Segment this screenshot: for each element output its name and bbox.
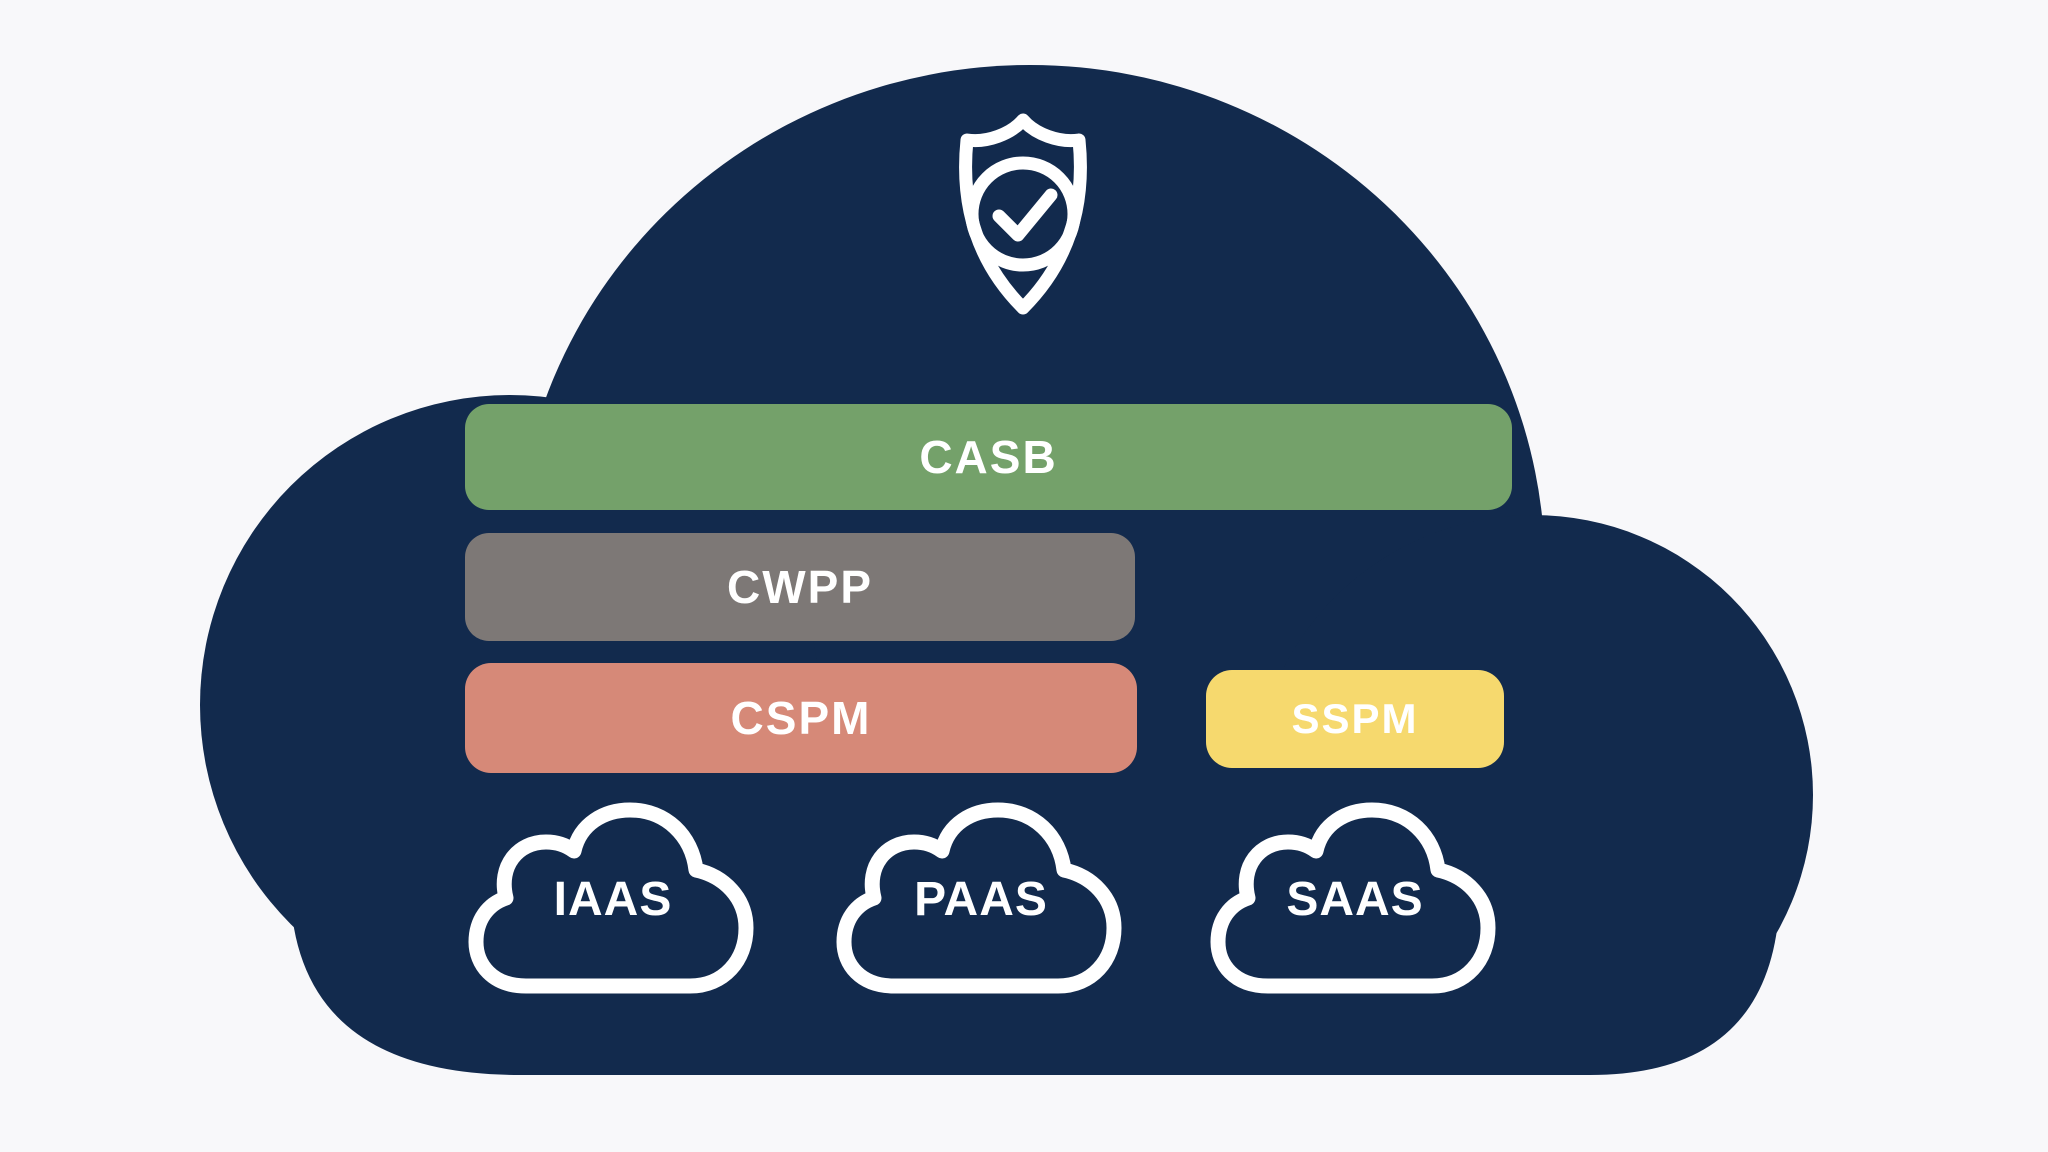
saas-label: SAAS — [1286, 873, 1424, 926]
iaas-cloud-icon: IAAS — [458, 798, 768, 1003]
casb-bar: CASB — [465, 404, 1512, 510]
sspm-label: SSPM — [1291, 695, 1419, 742]
paas-cloud-icon: PAAS — [826, 798, 1136, 1003]
sspm-bar: SSPM — [1206, 670, 1504, 768]
casb-label: CASB — [919, 431, 1058, 483]
cspm-bar: CSPM — [465, 663, 1137, 773]
cwpp-label: CWPP — [727, 561, 873, 613]
saas-cloud-icon: SAAS — [1200, 798, 1510, 1003]
shield-check-icon — [935, 110, 1111, 320]
paas-label: PAAS — [914, 873, 1048, 926]
iaas-label: IAAS — [553, 873, 673, 926]
cwpp-bar: CWPP — [465, 533, 1135, 641]
cspm-label: CSPM — [730, 692, 872, 744]
